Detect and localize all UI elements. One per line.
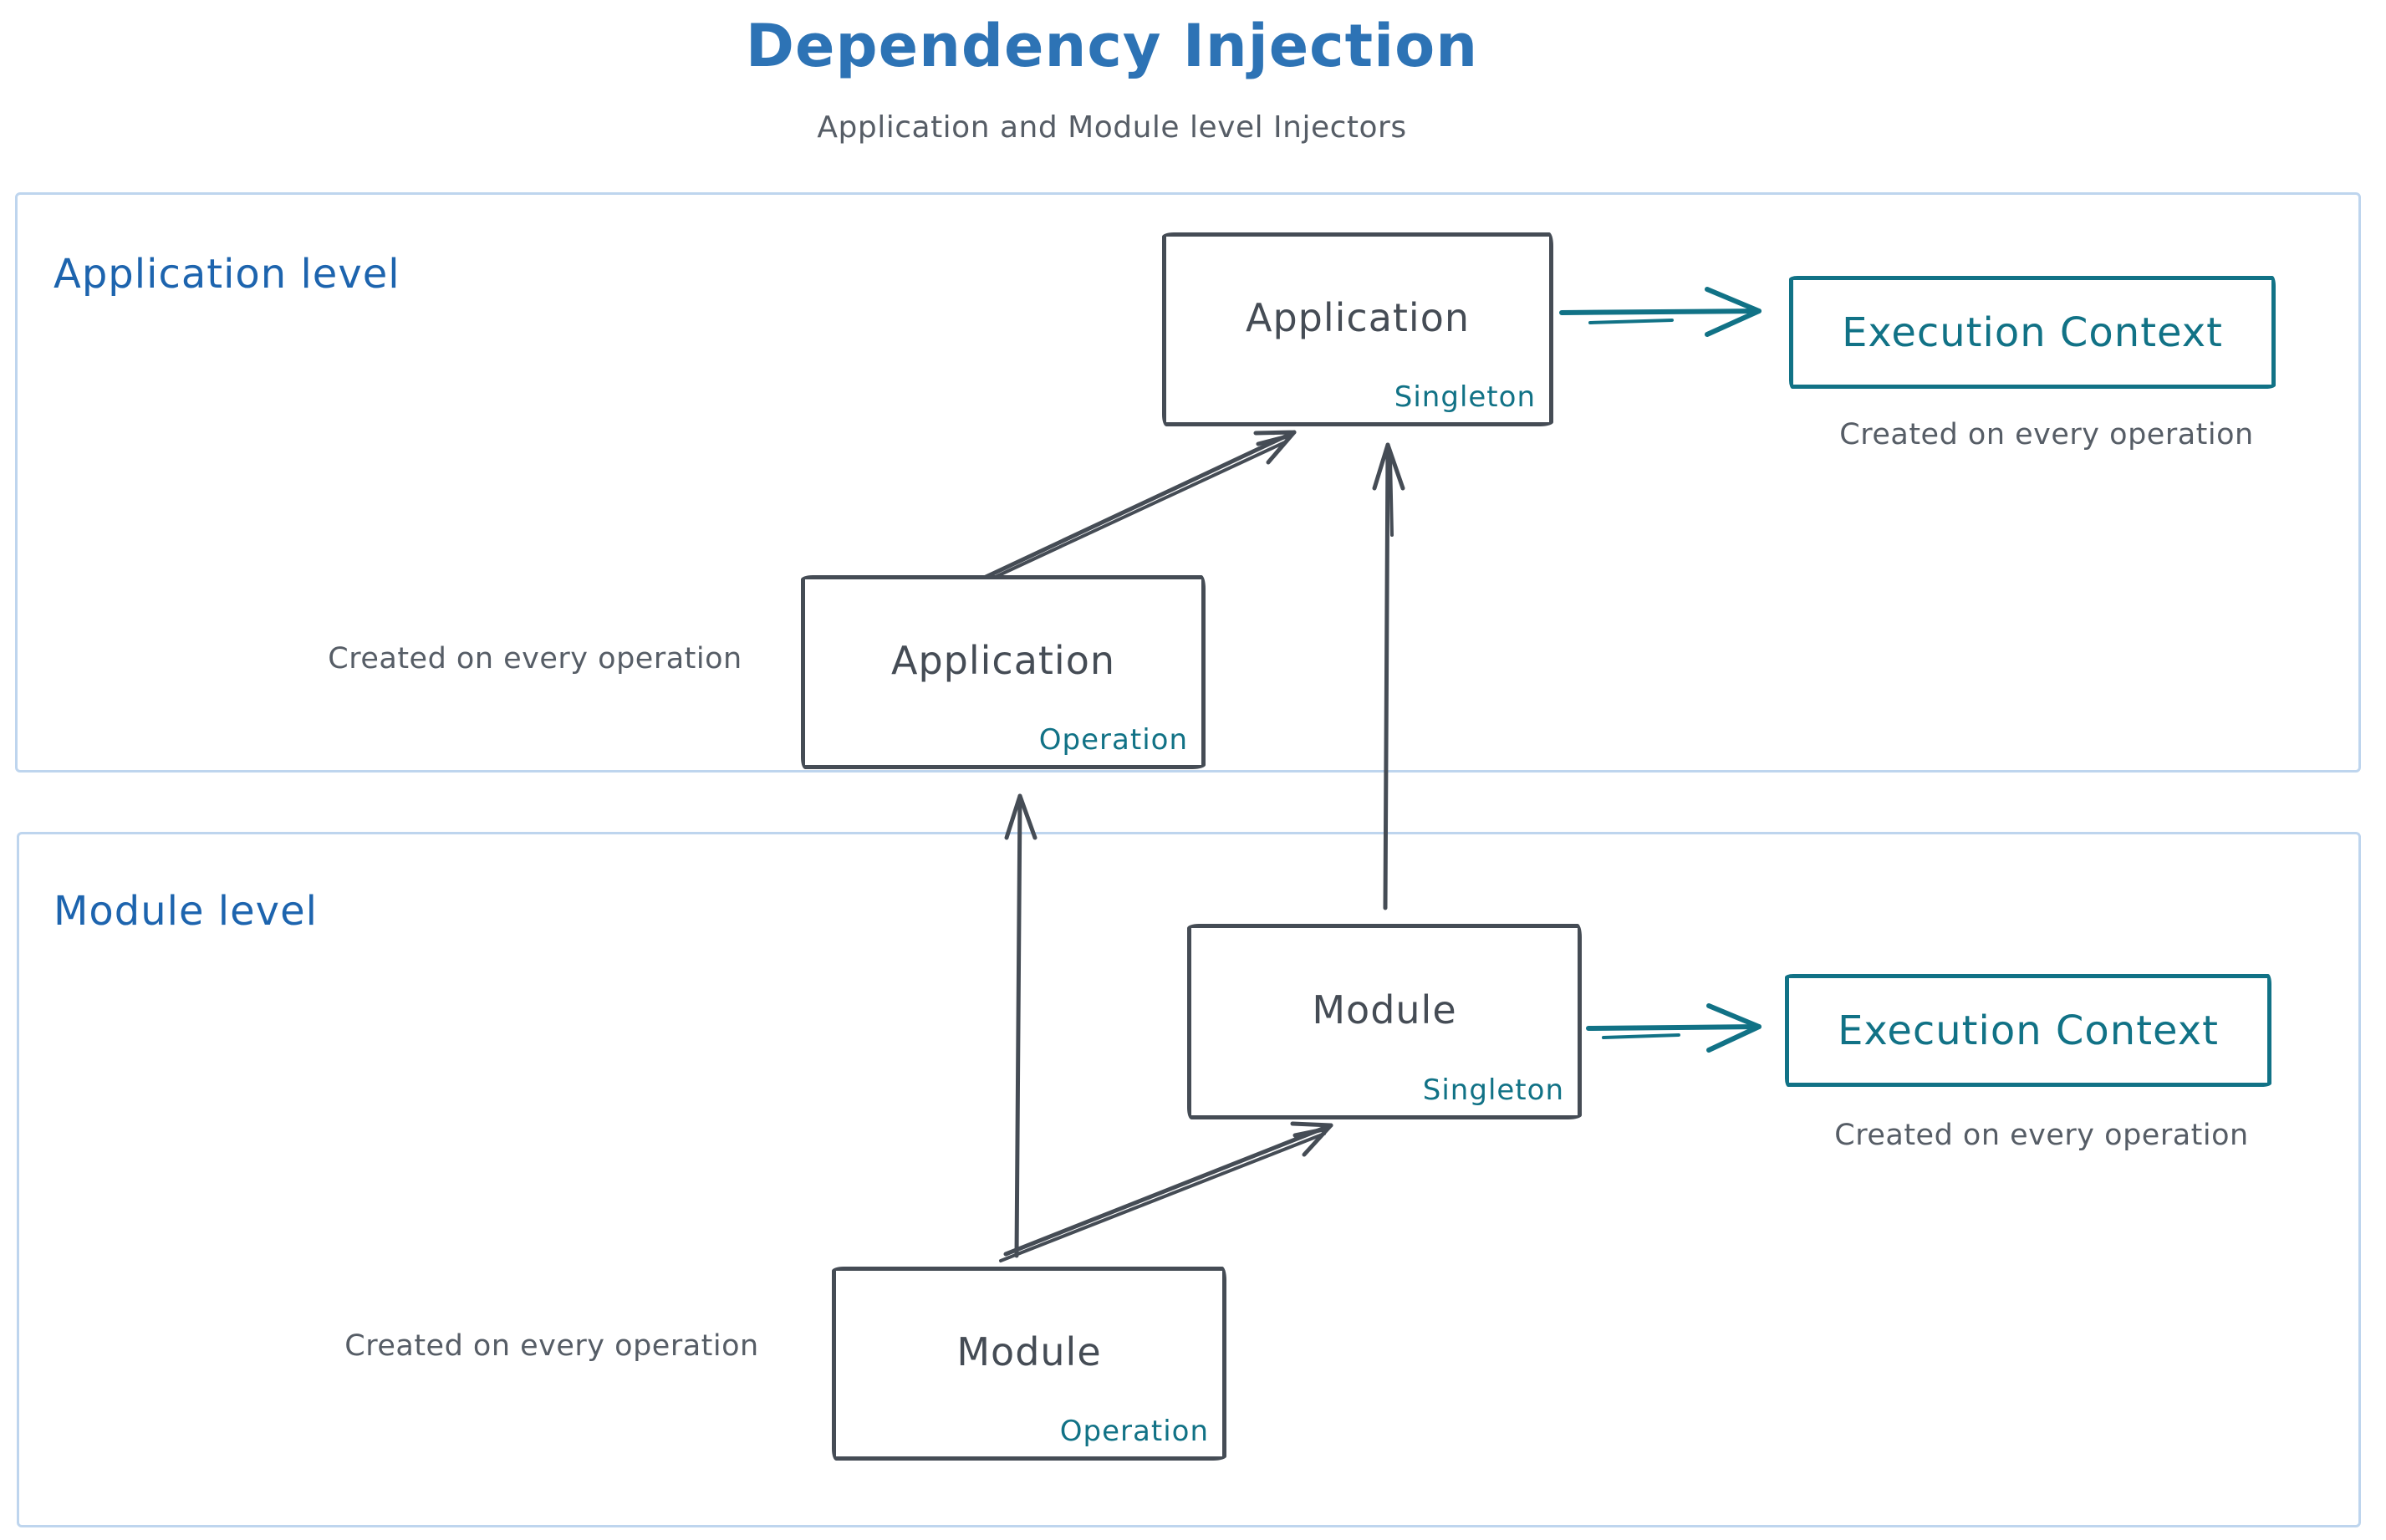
app-operation-node: Application Operation: [801, 575, 1206, 769]
module-execution-context-node: Execution Context: [1785, 974, 2271, 1087]
diagram-title: Dependency Injection: [745, 12, 1479, 80]
app-operation-caption: Created on every operation: [328, 642, 742, 676]
application-level-section: [15, 192, 2361, 773]
app-operation-title: Application: [890, 638, 1116, 683]
app-singleton-scope-badge: Singleton: [1394, 380, 1536, 414]
module-operation-caption: Created on every operation: [344, 1329, 759, 1363]
app-execution-context-title: Execution Context: [1842, 309, 2223, 356]
module-operation-scope-badge: Operation: [1059, 1415, 1209, 1448]
module-operation-title: Module: [956, 1329, 1102, 1374]
module-execution-context-caption: Created on every operation: [1834, 1119, 2249, 1152]
module-singleton-scope-badge: Singleton: [1422, 1073, 1564, 1107]
application-level-label: Application level: [54, 251, 400, 298]
module-level-label: Module level: [54, 888, 318, 935]
module-level-section: [17, 832, 2361, 1527]
module-execution-context-title: Execution Context: [1838, 1007, 2219, 1054]
module-singleton-title: Module: [1312, 987, 1457, 1033]
app-execution-context-caption: Created on every operation: [1839, 418, 2254, 451]
app-singleton-title: Application: [1245, 295, 1471, 340]
app-operation-scope-badge: Operation: [1038, 723, 1188, 757]
diagram-subtitle: Application and Module level Injectors: [817, 110, 1407, 145]
module-operation-node: Module Operation: [832, 1267, 1226, 1461]
app-execution-context-node: Execution Context: [1789, 276, 2276, 389]
module-singleton-node: Module Singleton: [1187, 924, 1582, 1119]
app-singleton-node: Application Singleton: [1162, 232, 1553, 426]
